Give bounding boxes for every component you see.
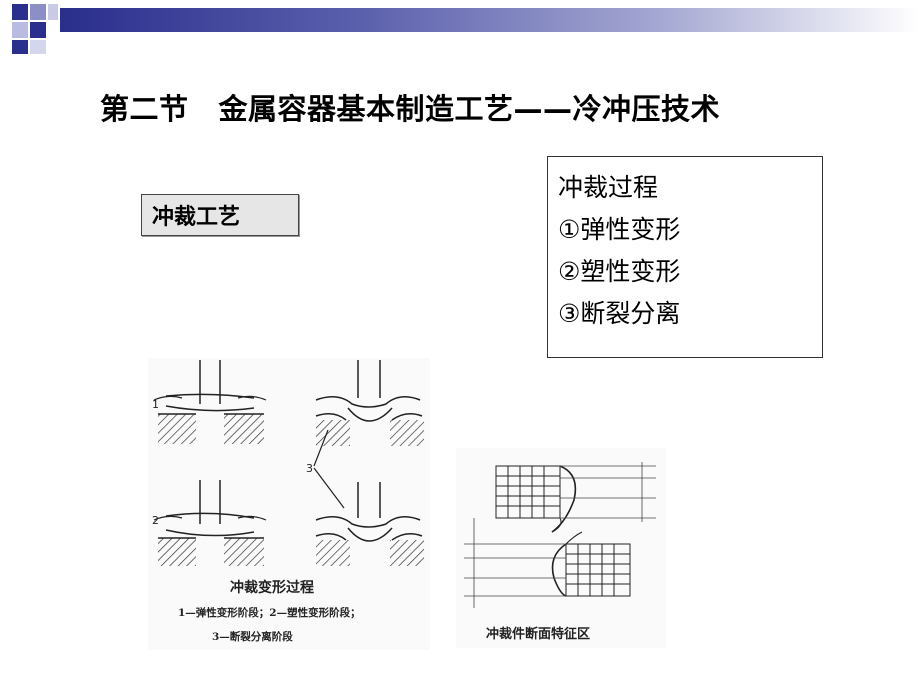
stage-1-diagram (153, 360, 267, 444)
upper-part-grid (495, 465, 577, 533)
process-step-1: ①弹性变形 (558, 215, 681, 244)
stage-3b-diagram (315, 482, 424, 566)
label-stage-2: 2 (152, 514, 159, 527)
left-figure-caption: 冲裁变形过程 (230, 579, 314, 596)
dimension-lines (464, 462, 656, 608)
process-box: 冲裁过程 ①弹性变形 ②塑性变形 ③断裂分离 (547, 156, 823, 358)
header-decoration (0, 0, 920, 56)
header-square-6 (12, 40, 28, 54)
page-title: 第二节金属容器基本制造工艺——冷冲压技术 (100, 86, 900, 128)
process-heading: 冲裁过程 (558, 173, 659, 202)
header-square-1 (12, 4, 28, 20)
right-figure-caption: 冲裁件断面特征区 (486, 626, 590, 642)
stage-2-diagram (153, 480, 267, 566)
header-square-5 (30, 22, 46, 38)
left-figure-legend-2: 3—断裂分离阶段 (212, 630, 293, 643)
section-tag: 冲裁工艺 (141, 194, 299, 236)
title-main: 金属容器基本制造工艺——冷冲压技术 (218, 92, 721, 126)
label-stage-3: 3 (306, 462, 313, 475)
process-step-2: ②塑性变形 (558, 257, 681, 286)
header-square-4 (12, 22, 28, 38)
figure-deformation-process: 1 3 2 冲裁变形过程 1—弹性变形阶段；2—塑性变形阶段； 3—断裂分离阶 (148, 358, 430, 650)
header-square-2 (30, 4, 46, 20)
header-gradient-bar (60, 8, 920, 32)
title-section: 第二节 (100, 92, 189, 126)
header-square-3 (48, 4, 58, 20)
process-step-3: ③断裂分离 (558, 299, 681, 328)
stage-3a-diagram (315, 360, 424, 446)
label-stage-1: 1 (152, 398, 159, 411)
figure-fracture-zones: 冲裁件断面特征区 (456, 448, 666, 648)
left-figure-legend-1: 1—弹性变形阶段；2—塑性变形阶段； (178, 606, 361, 619)
header-square-7 (30, 40, 46, 54)
